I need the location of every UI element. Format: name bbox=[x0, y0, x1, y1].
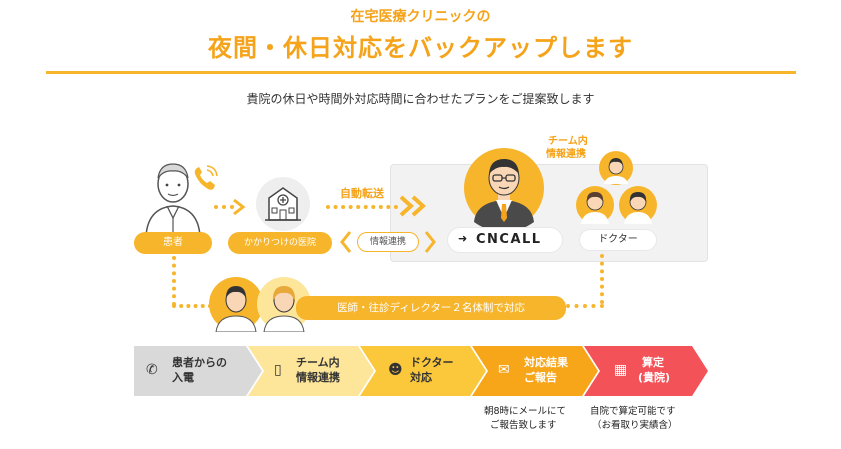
step-doctor-line2: 対応 bbox=[410, 371, 432, 384]
chevron-right-icon bbox=[232, 198, 246, 216]
step-call-line1: 患者からの bbox=[172, 356, 227, 369]
patient-to-clinic-dots bbox=[214, 205, 234, 209]
phone-icon: ✆ bbox=[146, 362, 158, 378]
report-note-1: 朝8時にメールにて bbox=[484, 406, 567, 417]
step-doctor-line1: ドクター bbox=[410, 356, 454, 369]
clinic-building-icon bbox=[255, 176, 311, 232]
smartphone-icon: ▯ bbox=[274, 362, 282, 378]
arrow-right-icon: ➜ bbox=[458, 232, 468, 245]
oncall-logo-text: CNCALL bbox=[476, 232, 542, 247]
billing-note-2: （お看取り実績含） bbox=[592, 420, 678, 431]
step-call: ✆ 患者からの 入電 bbox=[134, 346, 262, 396]
step-team-share: ▯ チーム内 情報連携 bbox=[248, 346, 374, 396]
patient-illustration bbox=[140, 156, 206, 237]
step-billing-line2: (貴院) bbox=[638, 371, 671, 384]
two-person-team-label: 医師・往診ディレクター２名体制で対応 bbox=[296, 296, 566, 320]
step-team-share-line2: 情報連携 bbox=[296, 371, 340, 384]
doctors-group bbox=[574, 150, 666, 228]
calculator-icon: ▦ bbox=[614, 362, 628, 378]
bottom-left-dots bbox=[172, 304, 212, 308]
info-share-label: 情報連携 bbox=[357, 232, 419, 252]
step-report-line2: ご報告 bbox=[524, 371, 557, 384]
doctor-label: ドクター bbox=[580, 230, 656, 250]
billing-note-1: 自院で算定可能です bbox=[590, 406, 676, 417]
step-doctor: ☻ ドクター 対応 bbox=[360, 346, 486, 396]
clinic-label: かかりつけの医院 bbox=[228, 232, 332, 254]
operator-avatar bbox=[460, 146, 548, 234]
mail-icon: ✉ bbox=[498, 362, 510, 378]
doctor-director-avatars bbox=[206, 276, 314, 333]
step-report-line1: 対応結果 bbox=[524, 356, 568, 369]
step-team-share-line1: チーム内 bbox=[296, 356, 340, 369]
auto-transfer-label: 自動転送 bbox=[340, 187, 384, 200]
step-billing: ▦ 算定 (貴院) bbox=[584, 346, 708, 396]
team-share-label-2: 情報連携 bbox=[546, 149, 586, 160]
step-report: ✉ 対応結果 ご報告 bbox=[472, 346, 598, 396]
doctor-icon: ☻ bbox=[388, 362, 403, 378]
auto-transfer-dots bbox=[326, 205, 398, 209]
report-note-2: ご報告致します bbox=[490, 420, 557, 431]
step-call-line2: 入電 bbox=[172, 371, 194, 384]
info-share-arrow bbox=[340, 230, 436, 254]
oncall-logo: ➜ CNCALL bbox=[448, 228, 562, 252]
doctor-return-dots bbox=[600, 254, 604, 304]
bottom-right-dots bbox=[566, 304, 604, 308]
patient-return-dots bbox=[172, 256, 176, 306]
header-subtitle: 在宅医療クリニックの bbox=[350, 9, 491, 25]
lead-text: 貴院の休日や時間外対応時間に合わせたプランをご提案致します bbox=[246, 92, 595, 106]
page-title: 夜間・休日対応をバックアップします bbox=[208, 34, 633, 62]
double-chevron-right-icon bbox=[398, 195, 430, 217]
phone-ringing-icon bbox=[192, 164, 218, 192]
title-underline bbox=[46, 71, 796, 74]
patient-label: 患者 bbox=[134, 232, 212, 254]
team-share-label-1: チーム内 bbox=[548, 136, 588, 147]
step-billing-line1: 算定 bbox=[642, 356, 664, 369]
